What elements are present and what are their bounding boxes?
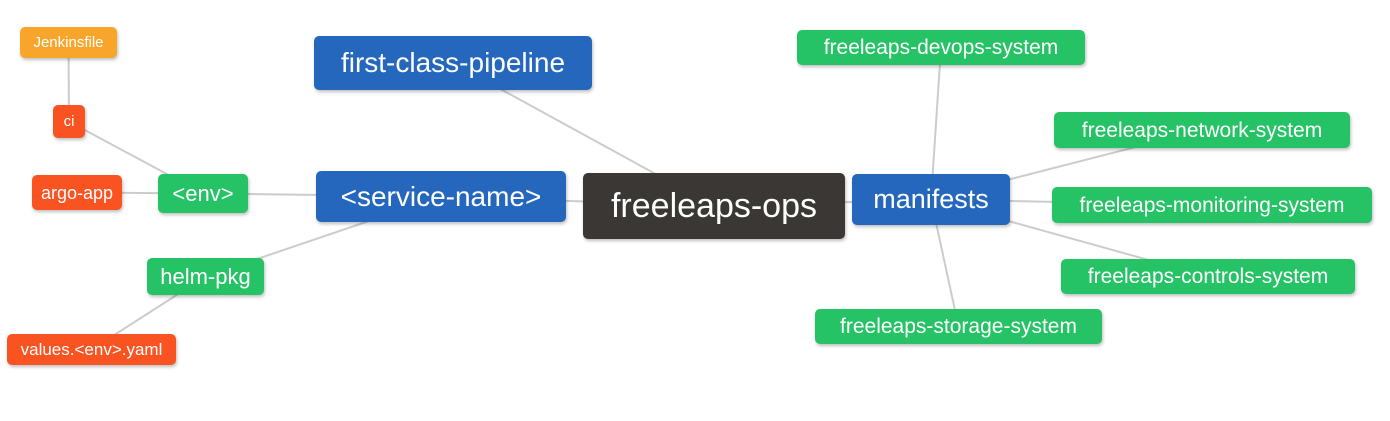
- node-first-class-pipeline[interactable]: first-class-pipeline: [314, 36, 592, 90]
- node-storage-system[interactable]: freeleaps-storage-system: [815, 309, 1102, 344]
- node-network-system[interactable]: freeleaps-network-system: [1054, 112, 1350, 148]
- node-jenkinsfile[interactable]: Jenkinsfile: [20, 27, 117, 58]
- node-env[interactable]: <env>: [158, 174, 248, 213]
- node-ci[interactable]: ci: [53, 105, 85, 138]
- node-monitoring-system[interactable]: freeleaps-monitoring-system: [1052, 187, 1372, 223]
- node-freeleaps-ops[interactable]: freeleaps-ops: [583, 173, 845, 239]
- node-values-env-yaml[interactable]: values.<env>.yaml: [7, 334, 176, 365]
- node-argo-app[interactable]: argo-app: [32, 175, 122, 210]
- node-service-name[interactable]: <service-name>: [316, 171, 566, 222]
- node-helm-pkg[interactable]: helm-pkg: [147, 258, 264, 295]
- node-manifests[interactable]: manifests: [852, 174, 1010, 225]
- node-devops-system[interactable]: freeleaps-devops-system: [797, 30, 1085, 65]
- node-controls-system[interactable]: freeleaps-controls-system: [1061, 259, 1355, 294]
